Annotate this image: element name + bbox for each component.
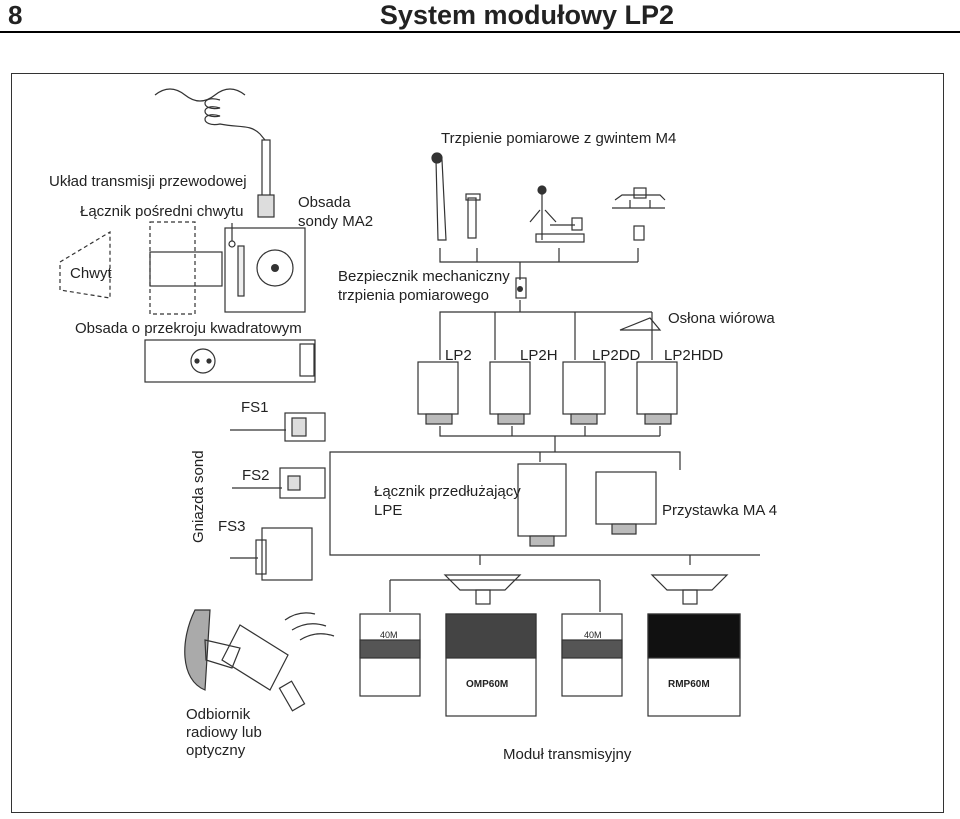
diagram-frame — [11, 73, 944, 813]
label-ma4: Przystawka MA 4 — [662, 502, 778, 519]
cable-cord — [261, 139, 271, 201]
omp40-marking: OMP — [382, 669, 403, 679]
ma4-body — [595, 471, 657, 525]
break-stem — [515, 277, 527, 299]
label-receiver-2: radiowy lub — [186, 724, 262, 741]
lpe-body — [517, 463, 567, 537]
label-break-1: Bezpiecznik mechaniczny — [338, 268, 510, 285]
shank-outline — [59, 230, 111, 299]
label-break-2: trzpienia pomiarowego — [338, 287, 489, 304]
receiver-connector — [278, 680, 306, 712]
swarf-guard — [619, 317, 662, 331]
label-lp2dd: LP2DD — [592, 347, 641, 364]
adaptor-dashed — [149, 221, 196, 315]
receiver-body — [221, 624, 289, 691]
label-adaptor: Łącznik pośredni chwytu — [80, 203, 244, 220]
stylus-star — [529, 192, 575, 240]
label-lp2h: LP2H — [520, 347, 558, 364]
label-swarf-guard: Osłona wiórowa — [668, 310, 775, 327]
probe-bus — [439, 300, 653, 360]
lower-bus — [329, 426, 760, 556]
label-transmission: Moduł transmisyjny — [503, 746, 632, 763]
fs2-body — [279, 467, 326, 499]
label-ext-1: Łącznik przedłużający — [374, 483, 521, 500]
fs1-body — [284, 412, 326, 442]
omp60-marking: OMP60M — [466, 679, 509, 690]
header-rule — [0, 31, 960, 33]
page-header: 8 System modułowy LP2 — [0, 0, 960, 34]
label-ma2-2: sondy MA2 — [298, 213, 374, 230]
rmp40-marking: RMP — [586, 669, 606, 679]
lp2hdd-body — [636, 361, 678, 415]
label-lp2hdd: LP2HDD — [664, 347, 724, 364]
square-holder — [144, 339, 316, 383]
label-receiver-1: Odbiornik — [186, 706, 251, 723]
label-ext-2: LPE — [374, 502, 403, 519]
rmp40-m-marking: 40M — [584, 630, 602, 640]
label-stylus-m4: Trzpienie pomiarowe z gwintem M4 — [441, 130, 677, 147]
cable-gland — [257, 194, 275, 218]
cable-coil-upper — [154, 88, 246, 102]
label-shank: Chwyt — [70, 265, 112, 282]
label-fs3: FS3 — [218, 518, 246, 535]
label-fs2: FS2 — [242, 467, 270, 484]
transmission-bus — [389, 555, 691, 612]
ma2-logo-disc — [256, 249, 294, 287]
omp60-head — [443, 574, 522, 591]
page-title: System modułowy LP2 — [379, 0, 674, 30]
lp2dd-body — [562, 361, 606, 415]
stylus-bus — [439, 248, 639, 280]
label-ma2-1: Obsada — [298, 194, 351, 211]
fs3-body — [261, 527, 313, 581]
machine-mount — [184, 609, 211, 691]
label-receiver-3: optyczny — [186, 742, 246, 759]
label-sockets: Gniazda sond — [190, 450, 207, 543]
page-number: 8 — [8, 0, 23, 30]
ma2-slot — [237, 245, 245, 297]
rmp60-marking: RMP60M — [668, 679, 710, 690]
lp2h-body — [489, 361, 531, 415]
omp40-m-marking: 40M — [380, 630, 398, 640]
label-hardwired: Układ transmisji przewodowej — [49, 173, 247, 190]
stylus-1 — [435, 159, 447, 241]
rmp60-head — [650, 574, 729, 591]
cable-coil — [204, 98, 266, 141]
ma2-body — [224, 227, 306, 313]
adaptor-body — [149, 251, 223, 287]
receiver-bracket — [204, 639, 241, 669]
label-fs1: FS1 — [241, 399, 269, 416]
stylus-disc — [612, 194, 666, 209]
lp2-body — [417, 361, 459, 415]
label-square-holder: Obsada o przekroju kwadratowym — [75, 320, 302, 337]
label-lp2: LP2 — [445, 347, 472, 364]
